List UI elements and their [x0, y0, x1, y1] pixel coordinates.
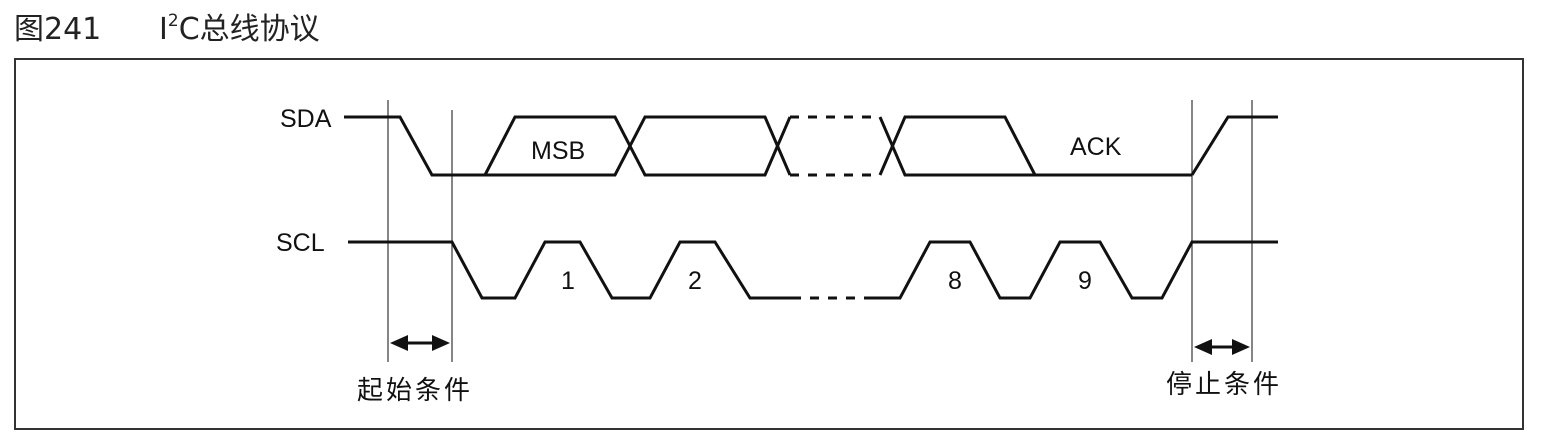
figure-number: 图241 [14, 12, 102, 47]
figure-title-rest: C总线协议 [178, 12, 320, 47]
clock-label-2: 2 [688, 267, 702, 295]
clock-label-8: 8 [948, 267, 962, 295]
stop-arrow-right-head [1232, 339, 1250, 355]
sda-stop-transition [1190, 115, 1278, 176]
diagram-frame [14, 58, 1524, 430]
scl-clock-8-9 [868, 240, 1278, 300]
clock-label-1: 1 [561, 267, 575, 295]
sda-msb-bit-lower [485, 115, 792, 177]
scl-label: SCL [276, 229, 325, 257]
sda-label: SDA [280, 105, 332, 133]
clock-label-9: 9 [1078, 267, 1092, 295]
scl-clock-1-2 [348, 240, 792, 300]
start-condition-label: 起始条件 [357, 376, 473, 406]
start-arrow-right-head [432, 335, 450, 351]
start-arrow-left-head [390, 335, 408, 351]
stop-arrow-left-head [1194, 339, 1212, 355]
sda-start-transition [344, 115, 485, 177]
stop-condition-label: 停止条件 [1166, 370, 1282, 400]
figure-title: I2C总线协议 [159, 4, 320, 48]
ack-label: ACK [1070, 133, 1122, 161]
figure-title-sup: 2 [167, 11, 179, 31]
figure-title-prefix: I [159, 12, 168, 47]
sda-last-bit-lower [878, 115, 1037, 176]
sda-last-bit-upper [878, 116, 1192, 177]
msb-label: MSB [531, 137, 585, 165]
figure-caption: 图241 I2C总线协议 [14, 4, 320, 48]
